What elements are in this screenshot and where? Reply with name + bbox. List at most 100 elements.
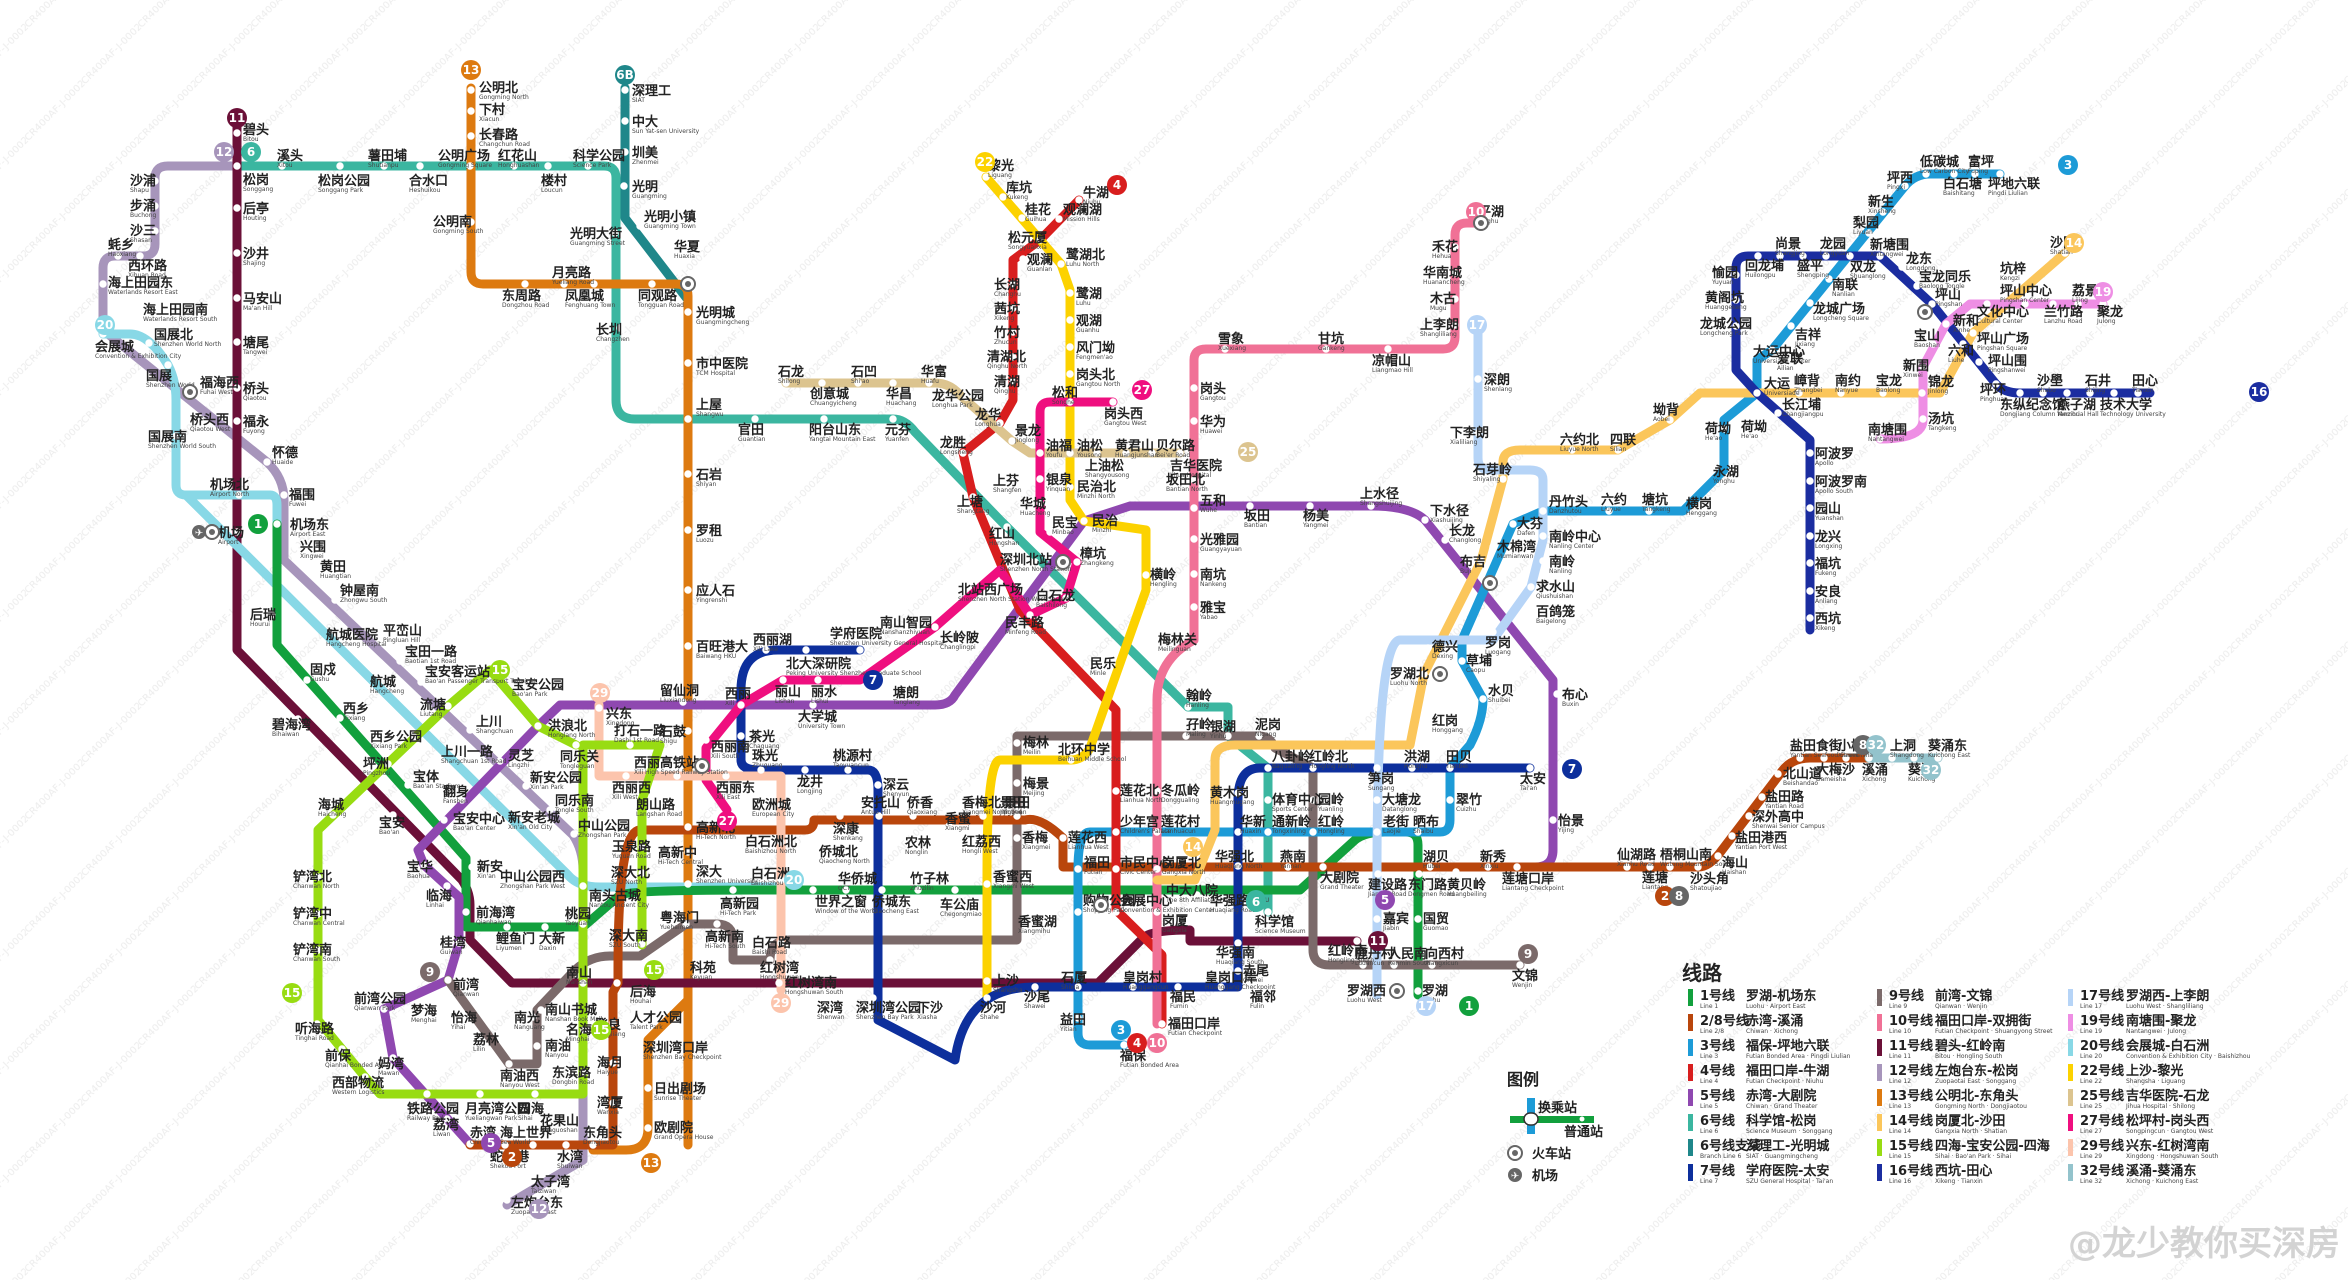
station-marker[interactable] [1929, 340, 1937, 348]
station-marker[interactable] [1373, 828, 1381, 836]
station-marker[interactable] [280, 491, 288, 499]
line-15-badge[interactable]: 15 [644, 960, 664, 980]
station-marker[interactable] [1451, 321, 1459, 329]
station-marker[interactable] [233, 294, 241, 302]
station-marker[interactable] [1732, 322, 1740, 330]
station-marker[interactable] [682, 920, 690, 928]
station-marker[interactable] [164, 361, 172, 369]
station-marker[interactable] [684, 470, 692, 478]
station-marker[interactable] [542, 866, 550, 874]
station-marker[interactable] [233, 338, 241, 346]
station-marker[interactable] [996, 579, 1004, 587]
station-marker[interactable] [1934, 754, 1942, 762]
station-marker[interactable] [294, 715, 302, 723]
station-marker[interactable] [500, 822, 508, 830]
station-marker[interactable] [1322, 345, 1330, 353]
station-marker[interactable] [336, 162, 344, 170]
station-marker[interactable] [595, 704, 603, 712]
station-marker[interactable] [1018, 214, 1026, 222]
station-marker[interactable] [1919, 363, 1927, 371]
station-marker[interactable] [1489, 543, 1497, 551]
station-marker[interactable] [136, 252, 144, 260]
station-marker[interactable] [1009, 377, 1017, 385]
station-marker[interactable] [1865, 229, 1873, 237]
station-marker[interactable] [1928, 300, 1936, 308]
station-marker[interactable] [151, 227, 159, 235]
station-marker[interactable] [521, 280, 529, 288]
station-marker[interactable] [684, 308, 692, 316]
station-marker[interactable] [1057, 260, 1065, 268]
station-marker[interactable] [609, 1059, 617, 1067]
station-marker[interactable] [313, 1020, 321, 1028]
station-marker[interactable] [959, 449, 967, 457]
station-marker[interactable] [969, 493, 977, 501]
station-marker[interactable] [589, 1141, 597, 1149]
station-marker[interactable] [611, 229, 619, 237]
station-marker[interactable] [2049, 300, 2057, 308]
station-marker[interactable] [1549, 816, 1557, 824]
station-marker[interactable] [1190, 535, 1198, 543]
station-marker[interactable] [1913, 282, 1921, 290]
line-10-badge[interactable]: 10 [1147, 1033, 1167, 1053]
station-marker[interactable] [1451, 269, 1459, 277]
line-27-badge[interactable]: 27 [717, 811, 737, 831]
station-marker[interactable] [1112, 908, 1120, 916]
station-marker[interactable] [621, 86, 629, 94]
station-marker[interactable] [590, 280, 598, 288]
station-marker[interactable] [1414, 987, 1422, 995]
station-marker[interactable] [777, 801, 785, 809]
station-marker[interactable] [1526, 764, 1534, 772]
station-marker[interactable] [1865, 754, 1873, 762]
station-marker[interactable] [766, 956, 774, 964]
station-marker[interactable] [1489, 628, 1497, 636]
station-marker[interactable] [737, 732, 745, 740]
station-marker[interactable] [1093, 449, 1101, 457]
station-marker[interactable] [1264, 828, 1272, 836]
station-marker[interactable] [273, 520, 281, 528]
station-marker[interactable] [1753, 389, 1761, 397]
station-marker[interactable] [467, 132, 475, 140]
station-marker[interactable] [1112, 865, 1120, 873]
station-marker[interactable] [444, 702, 452, 710]
station-marker[interactable] [314, 910, 322, 918]
station-marker[interactable] [1374, 870, 1382, 878]
station-marker[interactable] [1031, 983, 1039, 991]
station-marker[interactable] [314, 873, 322, 881]
station-marker[interactable] [1415, 870, 1423, 878]
station-marker[interactable] [1013, 804, 1021, 812]
station-marker[interactable] [1066, 398, 1074, 406]
station-marker[interactable] [1031, 558, 1039, 566]
station-marker[interactable] [1474, 429, 1482, 437]
station-marker[interactable] [609, 1019, 617, 1027]
station-marker[interactable] [951, 886, 959, 894]
station-marker[interactable] [1190, 476, 1198, 484]
station-marker[interactable] [496, 757, 504, 765]
station-marker[interactable] [1264, 764, 1272, 772]
station-marker[interactable] [1066, 289, 1074, 297]
station-marker[interactable] [2013, 273, 2021, 281]
station-marker[interactable] [416, 162, 424, 170]
station-marker[interactable] [638, 940, 646, 948]
station-marker[interactable] [380, 1005, 388, 1013]
station-marker[interactable] [363, 687, 371, 695]
line-9-badge[interactable]: 9 [1518, 944, 1538, 964]
station-marker[interactable] [1646, 863, 1654, 871]
station-marker[interactable] [684, 823, 692, 831]
line-20-badge[interactable]: 20 [784, 870, 804, 890]
station-marker[interactable] [1112, 828, 1120, 836]
station-marker[interactable] [466, 1140, 474, 1148]
station-marker[interactable] [869, 994, 877, 1002]
station-marker[interactable] [1996, 170, 2004, 178]
station-marker[interactable] [580, 1026, 588, 1034]
station-marker[interactable] [633, 1052, 641, 1060]
station-marker[interactable] [842, 886, 850, 894]
station-marker[interactable] [622, 772, 630, 780]
station-marker[interactable] [1234, 967, 1242, 975]
station-marker[interactable] [1876, 435, 1884, 443]
station-marker[interactable] [263, 458, 271, 466]
station-marker[interactable] [1080, 517, 1088, 525]
